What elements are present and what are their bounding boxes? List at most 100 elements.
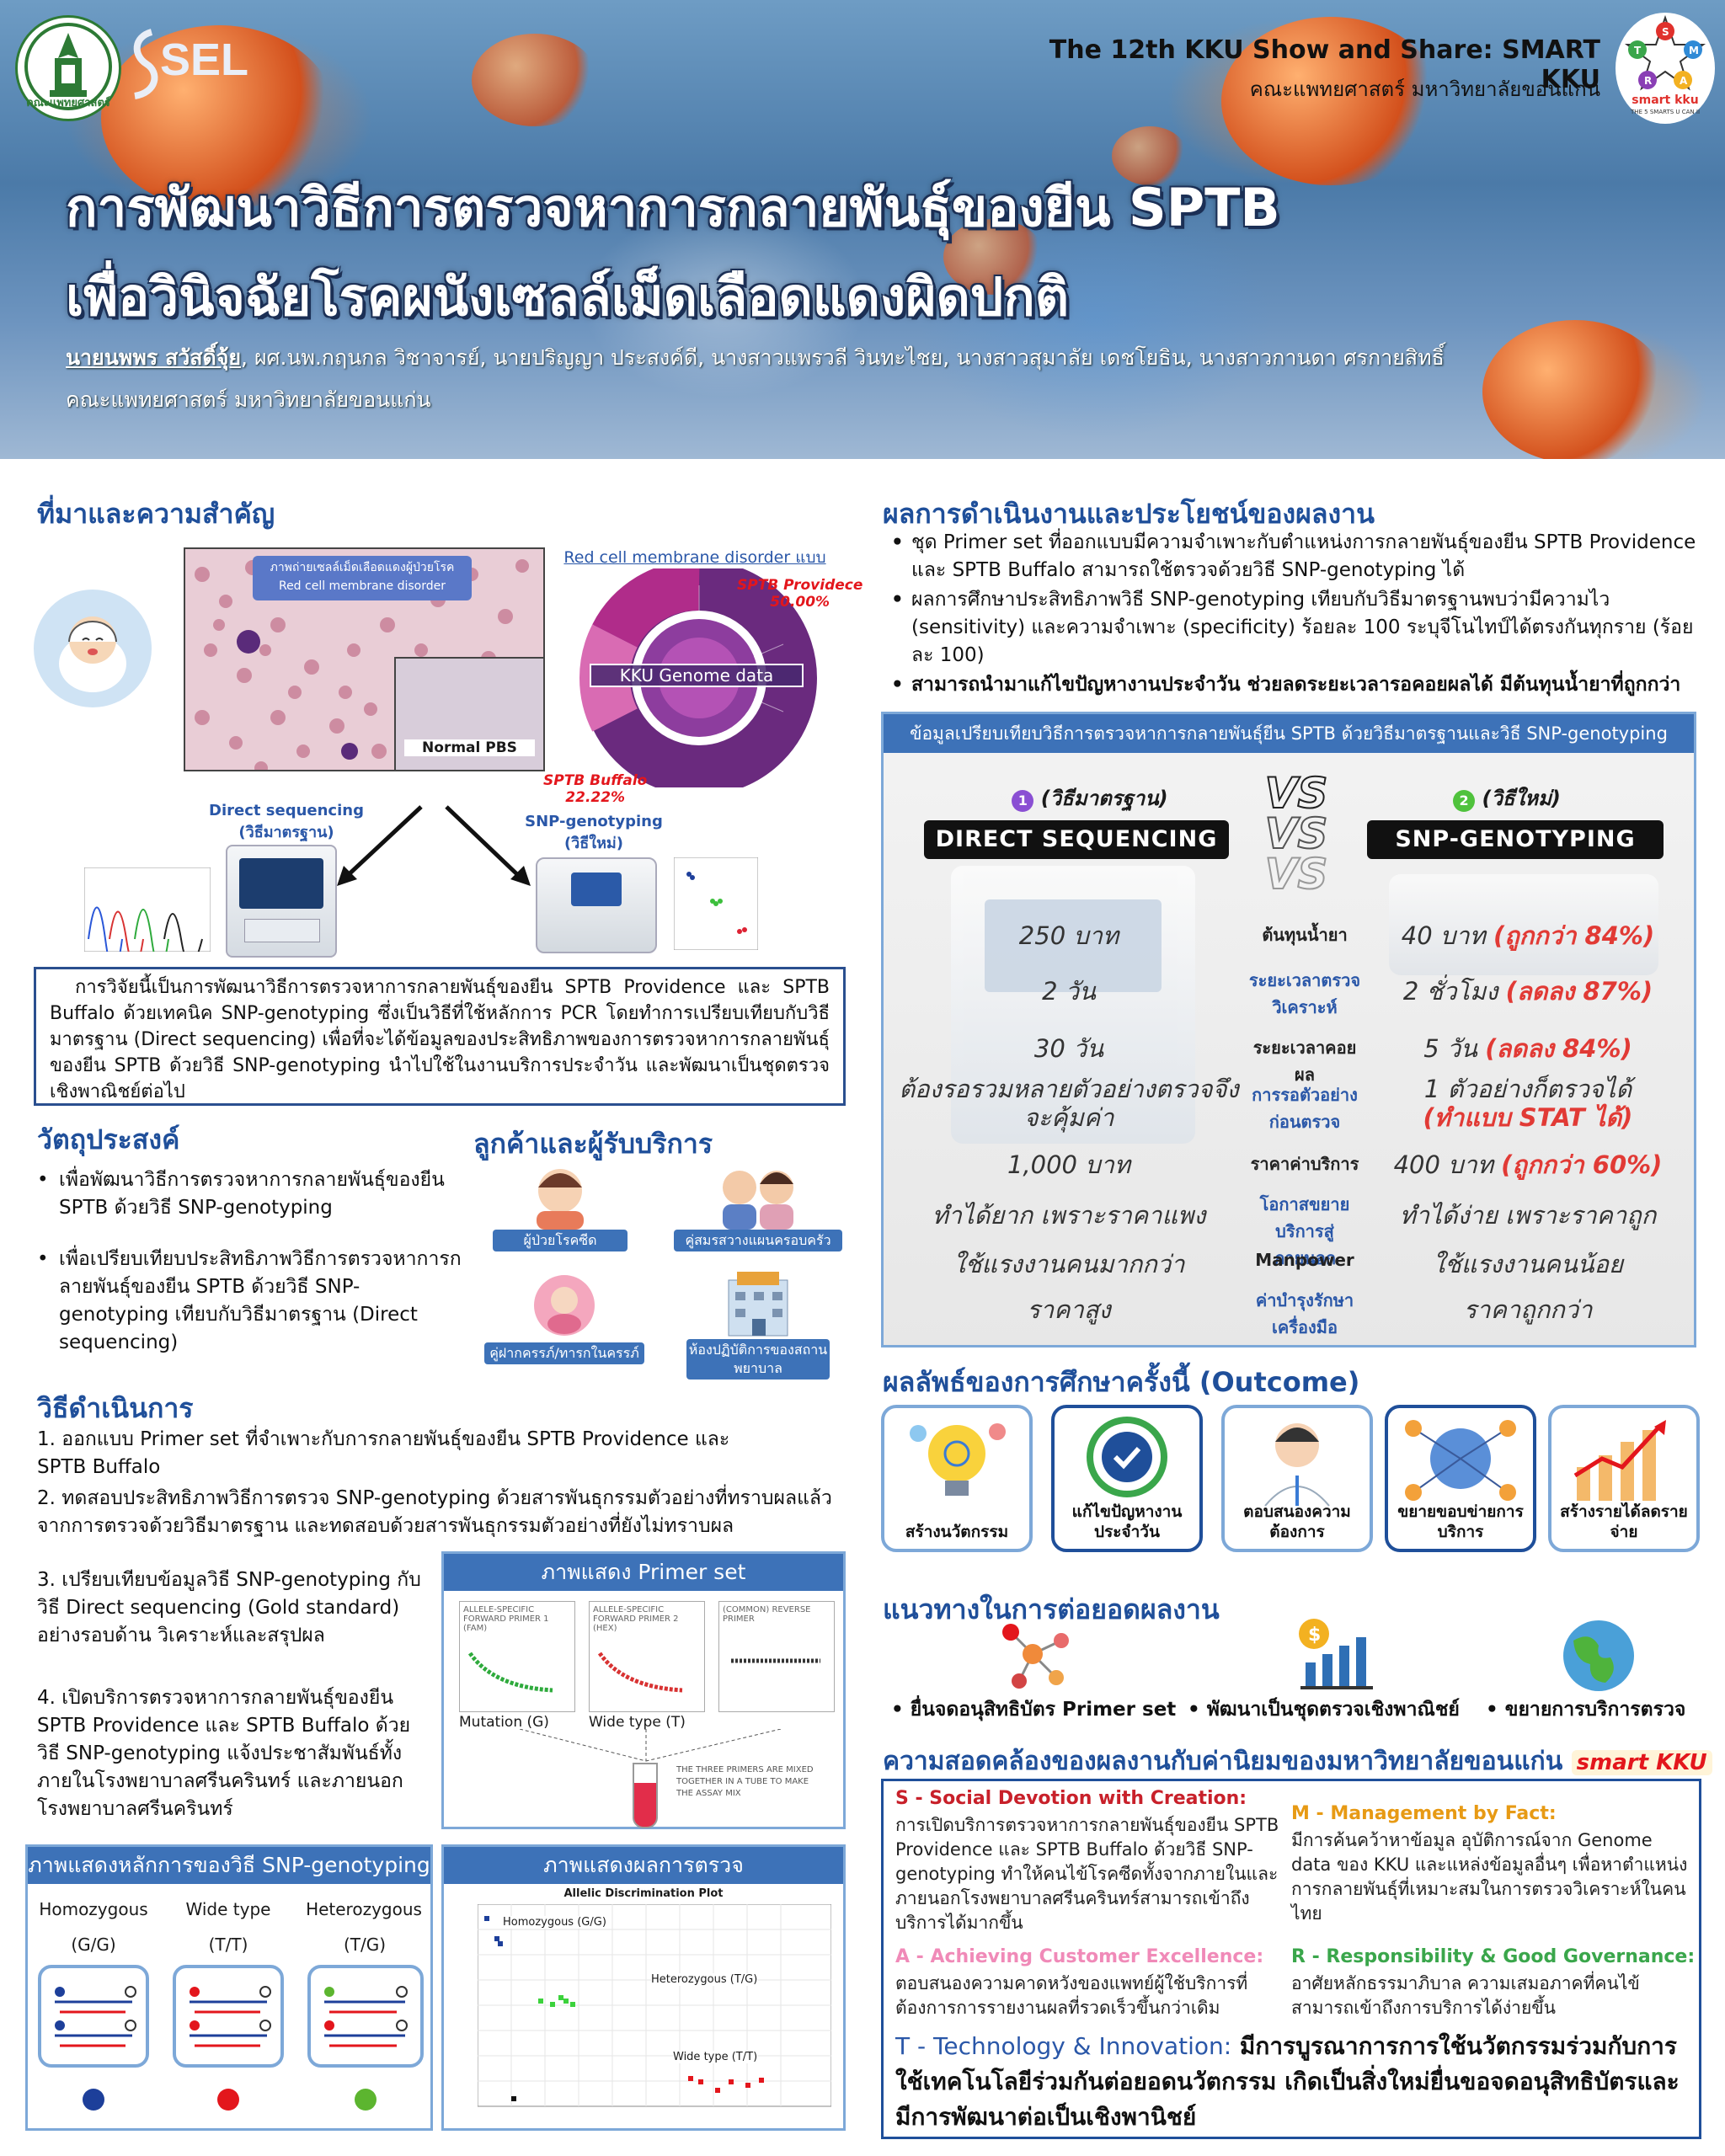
cmp-right-1: 2 ชั่วโมง (ลดลง 87%) <box>1364 972 1692 1011</box>
sel-logo-text: SEL <box>160 35 249 85</box>
providence-name: SPTB Providece <box>737 577 863 594</box>
customer-couple: คู่สมรสวางแผนครอบครัว <box>674 1162 842 1255</box>
value-s-text: การเปิดบริการตรวจหาการกลายพันธุ์ของยีน S… <box>895 1815 1279 1933</box>
value-m-text: มีการค้นคว้าหาข้อมูล อุบัติการณ์จาก Geno… <box>1291 1830 1688 1924</box>
direct-seq-sub: (วิธีมาตรฐาน) <box>238 824 334 841</box>
cmp-right-4: 400 บาท (ถูกกว่า 60%) <box>1364 1145 1692 1184</box>
tube-icon <box>633 1763 658 1828</box>
cmp-left-2: 30 วัน <box>1033 1034 1104 1063</box>
pregnant-icon <box>534 1275 595 1336</box>
cmp-mid-5: โอกาสขยายบริการสู่ภายนอก <box>1259 1194 1350 1268</box>
snp-geno-label: SNP-genotyping (วิธีใหม่) <box>518 813 670 855</box>
result-figure: ภาพแสดงผลการตรวจ Allelic Discrimination … <box>441 1844 846 2131</box>
values-heading-text: ความสอดคล้องของผลงานกับค่านิยมของมหาวิทย… <box>883 1747 1563 1776</box>
cmp-left-6: ใช้แรงงานคนมากกว่า <box>953 1250 1185 1278</box>
other-authors: , ผศ.นพ.กฤนกล วิชาจารย์, นายปริญญา ประสง… <box>241 345 1445 370</box>
cmp-left-1: 2 วัน <box>1042 977 1096 1006</box>
primer-strand-icon <box>731 1658 820 1663</box>
outcome-card-innovation: สร้างนวัตกรรม <box>881 1405 1033 1552</box>
smart-kku-logo: S M A R T smart kku THE 5 SMARTS U CAN I… <box>1616 13 1715 124</box>
background-heading: ที่มาและความสำคัญ <box>37 498 275 530</box>
plot-title: Allelic Discrimination Plot <box>563 1887 724 1900</box>
outcome-card-expand: ขยายขอบข่ายการบริการ <box>1385 1405 1536 1552</box>
future-item-patent: • ยื่นจดอนุสิทธิบัตร Primer set <box>891 1696 1176 1724</box>
cmp-left-5: ทำได้ยาก เพราะราคาแพง <box>932 1201 1206 1230</box>
title-line-1: การพัฒนาวิธีการตรวจหาการกลายพันธุ์ของยีน… <box>66 177 1280 238</box>
primer-label: ALLELE-SPECIFIC FORWARD PRIMER 1 (FAM) <box>463 1605 549 1633</box>
growth-chart-icon: $ <box>1299 1619 1373 1689</box>
vs-text-3: VS <box>1264 850 1329 899</box>
blood-smear-image: ภาพถ่ายเซลล์เม็ดเลือดแดงผู้ป่วยโรค Red c… <box>184 547 545 771</box>
right-method-name: SNP-GENOTYPING <box>1367 820 1664 859</box>
snp-principle-figure: ภาพแสดงหลักการของวิธี SNP-genotyping Hom… <box>25 1844 433 2131</box>
left-method-tag: (วิธีมาตรฐาน) <box>1040 787 1168 810</box>
smart-letter-r: R <box>1644 75 1652 87</box>
outcome-card-respond: ตอบสนองความต้องการ <box>1221 1405 1373 1552</box>
primer-set-figure: ภาพแสดง Primer set ALLELE-SPECIFIC FORWA… <box>441 1551 846 1829</box>
value-t: T - Technology & Innovation: มีการบูรณาก… <box>895 2029 1687 2135</box>
summary-text: การวิจัยนี้เป็นการพัฒนาวิธีการตรวจหาการก… <box>50 977 830 1102</box>
left-method-header: 1 (วิธีมาตรฐาน) <box>951 782 1229 814</box>
sel-logo: SEL <box>126 25 270 105</box>
vs-text-1: VS <box>1264 769 1329 818</box>
university-logo-text: คณะแพทยศาสตร์ <box>26 97 110 109</box>
primer-fig-title: ภาพแสดง Primer set <box>444 1554 843 1591</box>
result-fig-title: ภาพแสดงผลการตรวจ <box>444 1847 843 1884</box>
outcome-card-label: ตอบสนองความต้องการ <box>1243 1502 1351 1541</box>
outcome-heading: ผลลัพธ์ของการศึกษาครั้งนี้ (Outcome) <box>883 1366 1360 1398</box>
primer-2: ALLELE-SPECIFIC FORWARD PRIMER 2 (HEX) <box>589 1601 705 1712</box>
cmp-mid-4: ราคาค่าบริการ <box>1250 1154 1359 1174</box>
smart-star-icon: S M A R T <box>1624 14 1706 91</box>
summary-box: การวิจัยนี้เป็นการพัฒนาวิธีการตรวจหาการก… <box>34 967 846 1106</box>
objectives-heading: วัตถุประสงค์ <box>37 1123 180 1155</box>
methods-heading: วิธีดำเนินการ <box>37 1392 194 1424</box>
cluster-wild-label: Wide type (T/T) <box>673 2051 758 2063</box>
gear-check-icon <box>1087 1417 1167 1497</box>
customers-heading: ลูกค้าและผู้รับบริการ <box>473 1128 713 1160</box>
right-method-header: 2 (วิธีใหม่) <box>1364 782 1650 814</box>
doctor-icon <box>1264 1423 1330 1507</box>
header-banner: คณะแพทยศาสตร์ SEL The 12th KKU Show and … <box>0 0 1725 459</box>
lead-author: นายนพพร สวัสดิ์จุ้ย <box>66 345 242 370</box>
method-step-3: 3. เปรียบเทียบข้อมูลวิธี SNP-genotyping … <box>37 1569 421 1646</box>
cmp-right-highlight: (ถูกกว่า 60%) <box>1501 1150 1663 1179</box>
lightbulb-icon <box>910 1423 1006 1496</box>
value-t-text: มีการบูรณาการการใช้นวัตกรรมร่วมกับการใช้… <box>895 2032 1680 2131</box>
future-item-text: ยื่นจดอนุสิทธิบัตร Primer set <box>910 1699 1177 1721</box>
direct-seq-name: Direct sequencing <box>209 802 364 819</box>
future-item-text: พัฒนาเป็นชุดตรวจเชิงพาณิชย์ <box>1206 1699 1460 1721</box>
right-method-tag: (วิธีใหม่) <box>1482 787 1561 810</box>
globe-icon <box>1563 1620 1634 1691</box>
results-bullet: •ผลการศึกษาประสิทธิภาพวิธี SNP-genotypin… <box>891 586 1700 670</box>
results-bullets: •ชุด Primer set ที่ออกแบบมีความจำเพาะกับ… <box>891 529 1700 699</box>
cmp-right-text: 5 วัน <box>1423 1034 1486 1063</box>
principle-label-hetero: Heterozygous <box>306 1899 422 1919</box>
normal-pbs-inset: Normal PBS <box>394 657 543 770</box>
smart-letter-s: S <box>1662 26 1669 38</box>
providence-pct: 50.00% <box>770 594 830 611</box>
mini-scatter-icon <box>674 857 758 950</box>
cmp-right-7: ราคาถูกกว่า <box>1364 1290 1692 1329</box>
outcome-card-label: ขยายขอบข่ายการบริการ <box>1397 1502 1524 1541</box>
cluster-hetero-label: Heterozygous (T/G) <box>651 1973 758 1986</box>
method-step-1: 1. ออกแบบ Primer set ที่จำเพาะกับการกลาย… <box>37 1428 730 1478</box>
future-bullet: • <box>1486 1699 1505 1721</box>
value-t-head: T - Technology & Innovation: <box>895 2032 1232 2060</box>
blood-label-1: ภาพถ่ายเซลล์เม็ดเลือดแดงผู้ป่วยโรค <box>270 561 455 574</box>
wildtype-label: Wide type (T) <box>589 1714 686 1731</box>
values-box: S - Social Devotion with Creation: การเป… <box>881 1779 1701 2139</box>
allelic-discrimination-plot <box>478 1904 831 2107</box>
primer-strand-icon <box>597 1652 683 1693</box>
primer-1: ALLELE-SPECIFIC FORWARD PRIMER 1 (FAM) <box>459 1601 575 1712</box>
cmp-mid-1: ระยะเวลาตรวจวิเคราะห์ <box>1248 970 1361 1017</box>
cmp-right-text: ราคาถูกกว่า <box>1463 1295 1593 1324</box>
cmp-mid-3: การรอตัวอย่างก่อนตรวจ <box>1252 1085 1358 1132</box>
smart-letter-t: T <box>1634 45 1642 56</box>
snp-geno-name: SNP-genotyping <box>525 813 663 830</box>
results-bullet-text: สามารถนำมาแก้ไขปัญหางานประจำวัน ช่วยลดระ… <box>911 674 1681 696</box>
value-a-head: A - Achieving Customer Excellence: <box>895 1946 1264 1967</box>
mutation-label: Mutation (G) <box>459 1714 549 1731</box>
hospital-lab-icon <box>728 1272 788 1337</box>
tube-caption: THE THREE PRIMERS ARE MIXED TOGETHER IN … <box>676 1765 814 1798</box>
outcome-card-label: สร้างรายได้ลดรายจ่าย <box>1560 1502 1688 1541</box>
